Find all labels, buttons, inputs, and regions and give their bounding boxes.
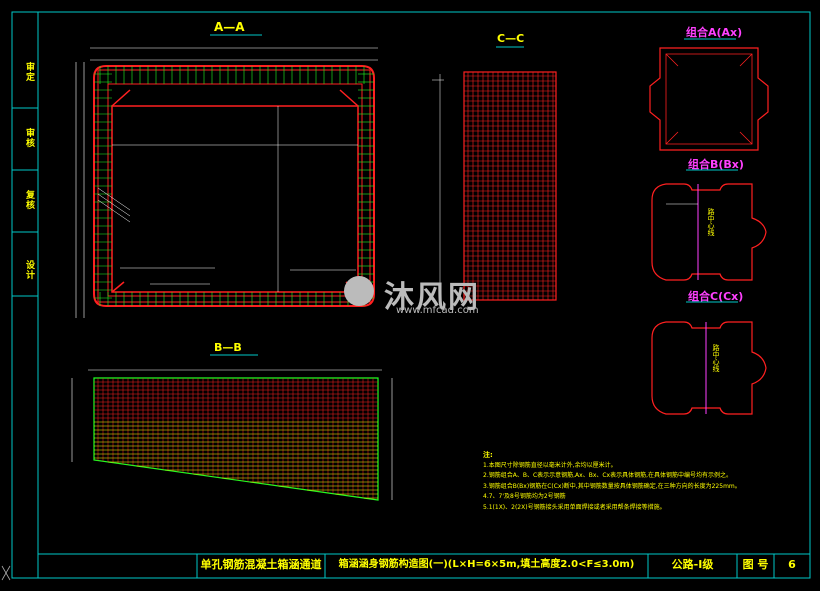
section-label-combo-b: 组合B(Bx): [688, 158, 744, 171]
watermark-brand: 沐风网: [384, 280, 480, 315]
watermark-url: www.mfcad.com: [396, 305, 479, 316]
notes-title: 注:: [483, 451, 493, 459]
centerline-label-c: 路中心线: [712, 344, 720, 372]
side-label-review: 审核: [24, 128, 34, 148]
title-block: [37, 553, 811, 579]
section-label-combo-a: 组合A(Ax): [686, 26, 743, 39]
drawing-notes: 注: 1.本图尺寸除钢筋直径以毫米计外,余均以厘米计。 2.钢筋组合A、B、C表…: [483, 450, 741, 513]
title-block-sheet-number: 6: [788, 558, 796, 571]
note-line: 3.钢筋组合B(Bx)钢筋在C(Cx)断中,其中钢筋数量按具体钢筋确定,在三种方…: [483, 482, 741, 490]
note-line: 1.本图尺寸除钢筋直径以毫米计外,余均以厘米计。: [483, 461, 617, 469]
centerline-label-b: 路中心线: [707, 208, 715, 236]
corner-mark: [1, 565, 11, 581]
note-line: 2.钢筋组合A、B、C表示示意钢筋,Ax、Bx、Cx表示具体钢筋,在具体钢筋中编…: [483, 472, 733, 479]
note-line: 4.7、7'及8号钢筋均为2号钢筋: [483, 493, 566, 500]
section-label-cc: C—C: [497, 32, 525, 45]
title-block-road-class: 公路-Ⅰ级: [671, 558, 714, 571]
side-label-approve: 审定: [24, 62, 34, 82]
section-cc-drawing: [432, 46, 557, 301]
side-label-design: 设计: [24, 260, 34, 280]
watermark-logo-icon: [344, 276, 374, 306]
section-label-bb: B—B: [214, 341, 242, 354]
title-block-sheet-label: 图 号: [742, 558, 769, 571]
section-bb-drawing: [71, 354, 393, 501]
section-aa-drawing: [75, 34, 378, 318]
section-label-aa: A—A: [214, 20, 245, 34]
section-label-combo-c: 组合C(Cx): [688, 290, 744, 303]
combo-a-drawing: [649, 38, 769, 151]
note-line: 5.1(1X)、2(2X)号钢筋接头采用单面焊接或者采用帮条焊接等措施。: [483, 503, 666, 511]
combo-b-drawing: [651, 169, 767, 281]
title-block-project: 单孔钢筋混凝土箱涵通道: [200, 558, 322, 571]
title-block-drawing-title: 箱涵涵身钢筋构造图(一)(L×H=6×5m,填土高度2.0<F≤3.0m): [338, 559, 635, 570]
side-label-check: 复核: [24, 190, 34, 210]
combo-c-drawing: [651, 301, 767, 415]
